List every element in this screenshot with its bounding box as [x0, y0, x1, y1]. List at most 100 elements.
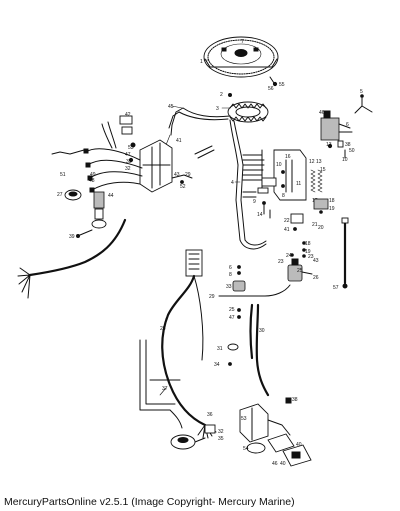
callout-25: 25 [297, 268, 303, 274]
terminal-stud [354, 94, 373, 114]
callout-3: 3 [216, 106, 219, 112]
callout-19: 19 [329, 206, 335, 212]
coil-plate [261, 149, 307, 201]
callout-18: 18 [329, 198, 335, 204]
callout-29: 29 [185, 172, 191, 178]
callout-34: 34 [214, 362, 220, 368]
callout-33: 33 [226, 284, 232, 290]
battery-cable [341, 217, 349, 289]
flywheel-nut [269, 76, 278, 87]
callout-4: 4 [231, 180, 234, 186]
wiring-diagram: 1 7 55 56 3 2 45 4 [17, 36, 373, 467]
callout-6: 6 [346, 122, 349, 128]
callout-45: 45 [168, 104, 174, 110]
callout-35: 35 [126, 159, 132, 165]
harness-plugs [242, 149, 269, 198]
callout-39: 39 [69, 234, 75, 240]
callout-43: 43 [313, 258, 319, 264]
callout-27: 27 [57, 192, 63, 198]
callout-11: 11 [296, 181, 301, 187]
callout-9: 9 [253, 199, 256, 205]
callout-53: 53 [128, 145, 134, 151]
callout-16: 16 [285, 154, 291, 160]
flywheel [203, 36, 279, 78]
callout-51: 51 [60, 172, 66, 178]
callout-1: 1 [200, 59, 203, 65]
screw-set [262, 201, 271, 219]
callout-29b: 29 [209, 294, 215, 300]
callout-19b: 19 [305, 249, 311, 255]
copyright-caption: MercuryPartsOnline v2.5.1 (Image Copyrig… [4, 496, 295, 508]
callout-26: 26 [313, 275, 319, 281]
remote-harness [139, 339, 183, 429]
callout-30: 30 [259, 328, 265, 334]
spark-plug-wires [51, 121, 143, 193]
stator [227, 101, 269, 123]
callout-41: 41 [284, 227, 290, 233]
callout-42: 42 [125, 112, 131, 118]
callout-31: 31 [217, 346, 223, 352]
callout-48: 48 [89, 178, 95, 184]
mount-screws [237, 308, 241, 319]
callout-38: 38 [345, 142, 351, 148]
callout-49: 49 [90, 172, 96, 178]
callout-10: 10 [342, 157, 348, 163]
callout-25b: 25 [229, 307, 235, 313]
callout-22: 22 [284, 218, 290, 224]
callout-13: 13 [326, 142, 332, 148]
callout-12: 12 [309, 159, 315, 165]
callout-40: 40 [280, 461, 286, 467]
callout-15: 15 [320, 167, 326, 173]
callout-55: 55 [279, 82, 285, 88]
callout-28: 28 [160, 326, 166, 332]
callout-43b: 43 [174, 172, 180, 178]
choke-switch [239, 397, 292, 454]
leader-lines [159, 59, 241, 396]
callout-56: 56 [268, 86, 274, 92]
callout-46: 46 [319, 110, 325, 116]
callout-14: 14 [257, 212, 263, 218]
callout-38b: 38 [292, 397, 298, 403]
cdi-unit [119, 115, 173, 193]
callout-5: 5 [360, 89, 363, 95]
coil-springs [310, 169, 323, 193]
battery-leads [218, 284, 291, 397]
callout-2: 2 [220, 92, 223, 98]
key-switch [170, 434, 206, 450]
callout-50: 50 [349, 148, 355, 154]
callout-52: 52 [180, 184, 186, 190]
callout-23: 23 [278, 259, 284, 265]
callout-47b: 47 [229, 315, 235, 321]
callout-21: 21 [312, 222, 318, 228]
ignition-coil [64, 189, 107, 229]
callout-40b: 40 [296, 442, 302, 448]
callout-35b: 35 [218, 436, 224, 442]
callout-44: 44 [108, 193, 114, 199]
wire-clip [290, 213, 304, 231]
lead-connectors [171, 145, 215, 184]
callout-8: 8 [282, 193, 285, 199]
switch-harness [197, 424, 217, 439]
stator-harness [159, 107, 267, 250]
callout-10b: 10 [276, 162, 282, 168]
main-harness-plug [161, 249, 207, 427]
ground-bracket [313, 198, 329, 214]
callout-18b: 18 [305, 241, 311, 247]
callout-46b: 46 [272, 461, 278, 467]
callout-41b: 41 [176, 138, 182, 144]
callout-57: 57 [333, 285, 339, 291]
callout-8b: 8 [229, 272, 232, 278]
callout-20: 20 [318, 225, 324, 231]
callout-32: 32 [125, 166, 131, 172]
starter-solenoid [287, 241, 313, 282]
voltage-regulator [320, 110, 353, 159]
engine-harness-left [17, 218, 127, 299]
callout-53b: 53 [241, 416, 247, 422]
ground-strap [76, 229, 93, 238]
callout-54: 54 [243, 446, 249, 452]
callout-7: 7 [241, 39, 244, 45]
callout-6b: 6 [229, 265, 232, 271]
callout-23b: 23 [308, 254, 314, 260]
callout-24: 24 [286, 253, 292, 259]
switch-plate [267, 433, 312, 467]
